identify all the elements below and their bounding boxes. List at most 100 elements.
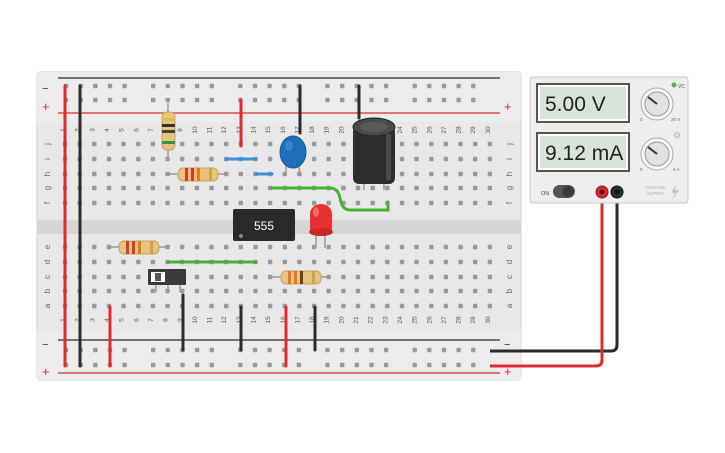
hole-top-r1-c20[interactable] (341, 156, 346, 162)
hole-top-r3-c22[interactable] (370, 185, 375, 191)
rail-hole-3-14[interactable] (296, 362, 302, 368)
hole-bottom-r3-c4[interactable] (106, 288, 112, 294)
rail-hole-3-4[interactable] (122, 362, 127, 368)
hole-top-r4-c3[interactable] (92, 200, 97, 206)
hole-top-r3-c9[interactable] (180, 185, 185, 191)
cable-red-positive[interactable] (490, 193, 604, 368)
hole-bottom-r0-c3[interactable] (92, 244, 97, 250)
hole-top-r0-c25[interactable] (414, 141, 419, 147)
rail-hole-1-3[interactable] (107, 97, 113, 103)
hole-top-r2-c26[interactable] (429, 171, 434, 177)
positive-terminal[interactable] (595, 185, 609, 199)
rail-hole-3-10[interactable] (238, 362, 243, 368)
hole-bottom-r0-c21[interactable] (355, 244, 361, 250)
hole-top-r4-c19[interactable] (326, 200, 331, 206)
hole-bottom-r3-c16[interactable] (282, 288, 287, 294)
hole-bottom-r1-c29[interactable] (473, 259, 478, 265)
hole-bottom-r3-c9[interactable] (180, 288, 185, 294)
hole-bottom-r3-c17[interactable] (297, 288, 302, 294)
rail-hole-1-13[interactable] (282, 97, 287, 103)
hole-bottom-r1-c25[interactable] (414, 259, 419, 265)
hole-top-r1-c19[interactable] (326, 156, 331, 162)
hole-bottom-r1-c16[interactable] (282, 259, 287, 265)
rail-hole-0-7[interactable] (180, 83, 185, 89)
rail-hole-3-11[interactable] (252, 362, 258, 368)
rail-hole-2-24[interactable] (471, 347, 476, 353)
rail-hole-3-19[interactable] (383, 362, 389, 368)
hole-top-r3-c29[interactable] (473, 185, 478, 191)
led-red[interactable] (309, 204, 333, 248)
hole-bottom-r4-c12[interactable] (224, 303, 229, 309)
rail-hole-0-3[interactable] (107, 83, 113, 89)
rail-hole-0-10[interactable] (238, 83, 243, 89)
hole-top-r4-c25[interactable] (414, 200, 419, 206)
hole-top-r3-c4[interactable] (106, 185, 112, 191)
hole-bottom-r2-c24[interactable] (399, 274, 405, 280)
hole-bottom-r1-c24[interactable] (399, 259, 405, 265)
rail-hole-1-23[interactable] (456, 97, 461, 103)
hole-top-r2-c30[interactable] (487, 171, 493, 177)
rail-hole-0-20[interactable] (412, 83, 417, 89)
hole-bottom-r4-c24[interactable] (399, 303, 405, 309)
hole-top-r0-c10[interactable] (194, 141, 200, 147)
hole-bottom-r2-c30[interactable] (487, 274, 493, 280)
hole-top-r2-c25[interactable] (414, 171, 419, 177)
hole-bottom-r0-c16[interactable] (282, 244, 287, 250)
rail-hole-2-21[interactable] (427, 347, 432, 353)
hole-bottom-r4-c23[interactable] (385, 303, 390, 309)
hole-bottom-r0-c19[interactable] (326, 244, 331, 250)
rail-hole-2-16[interactable] (340, 347, 345, 353)
rail-hole-1-8[interactable] (194, 97, 200, 103)
hole-bottom-r0-c23[interactable] (385, 244, 390, 250)
hole-top-r0-c4[interactable] (106, 141, 112, 147)
hole-bottom-r2-c26[interactable] (429, 274, 434, 280)
rail-hole-1-21[interactable] (427, 97, 432, 103)
hole-top-r1-c28[interactable] (458, 156, 463, 162)
hole-bottom-r0-c14[interactable] (253, 244, 258, 250)
negative-terminal[interactable] (610, 185, 624, 199)
hole-bottom-r4-c27[interactable] (443, 303, 449, 309)
hole-bottom-r3-c15[interactable] (267, 288, 273, 294)
hole-top-r4-c4[interactable] (106, 200, 112, 206)
hole-bottom-r1-c27[interactable] (443, 259, 449, 265)
hole-top-r0-c11[interactable] (209, 141, 214, 147)
rail-hole-0-18[interactable] (369, 83, 374, 89)
rail-hole-0-23[interactable] (456, 83, 461, 89)
hole-top-r0-c15[interactable] (267, 141, 273, 147)
rail-hole-2-9[interactable] (209, 347, 214, 353)
hole-bottom-r3-c3[interactable] (92, 288, 97, 294)
hole-top-r2-c6[interactable] (136, 171, 141, 177)
hole-top-r4-c27[interactable] (443, 200, 449, 206)
hole-top-r1-c25[interactable] (414, 156, 419, 162)
hole-bottom-r3-c24[interactable] (399, 288, 405, 294)
hole-top-r4-c6[interactable] (136, 200, 141, 206)
hole-top-r0-c24[interactable] (399, 141, 405, 147)
rail-hole-0-19[interactable] (383, 83, 389, 89)
rail-hole-0-8[interactable] (194, 83, 200, 89)
hole-top-r4-c11[interactable] (209, 200, 214, 206)
hole-top-r1-c6[interactable] (136, 156, 141, 162)
hole-bottom-r0-c13[interactable] (238, 244, 243, 250)
resistor-horizontal-right[interactable] (271, 270, 330, 285)
rail-hole-0-9[interactable] (209, 83, 214, 89)
hole-bottom-r1-c28[interactable] (458, 259, 463, 265)
hole-bottom-r2-c12[interactable] (224, 274, 229, 280)
rail-hole-2-5[interactable] (151, 347, 156, 353)
hole-bottom-r0-c15[interactable] (267, 244, 273, 250)
hole-top-r0-c20[interactable] (341, 141, 346, 147)
hole-bottom-r2-c25[interactable] (414, 274, 419, 280)
rail-hole-0-13[interactable] (282, 83, 287, 89)
hole-top-r4-c9[interactable] (180, 200, 185, 206)
hole-bottom-r1-c26[interactable] (429, 259, 434, 265)
rail-hole-2-11[interactable] (252, 347, 258, 353)
rail-hole-3-7[interactable] (180, 362, 185, 368)
hole-top-r4-c28[interactable] (458, 200, 463, 206)
rail-hole-3-15[interactable] (325, 362, 330, 368)
rail-hole-2-4[interactable] (122, 347, 127, 353)
hole-top-r4-c13[interactable] (238, 200, 243, 206)
rail-hole-0-2[interactable] (93, 83, 98, 89)
rail-hole-0-11[interactable] (252, 83, 258, 89)
resistor-horizontal-top[interactable] (168, 167, 228, 182)
rail-hole-3-21[interactable] (427, 362, 432, 368)
hole-top-r0-c5[interactable] (121, 141, 126, 147)
